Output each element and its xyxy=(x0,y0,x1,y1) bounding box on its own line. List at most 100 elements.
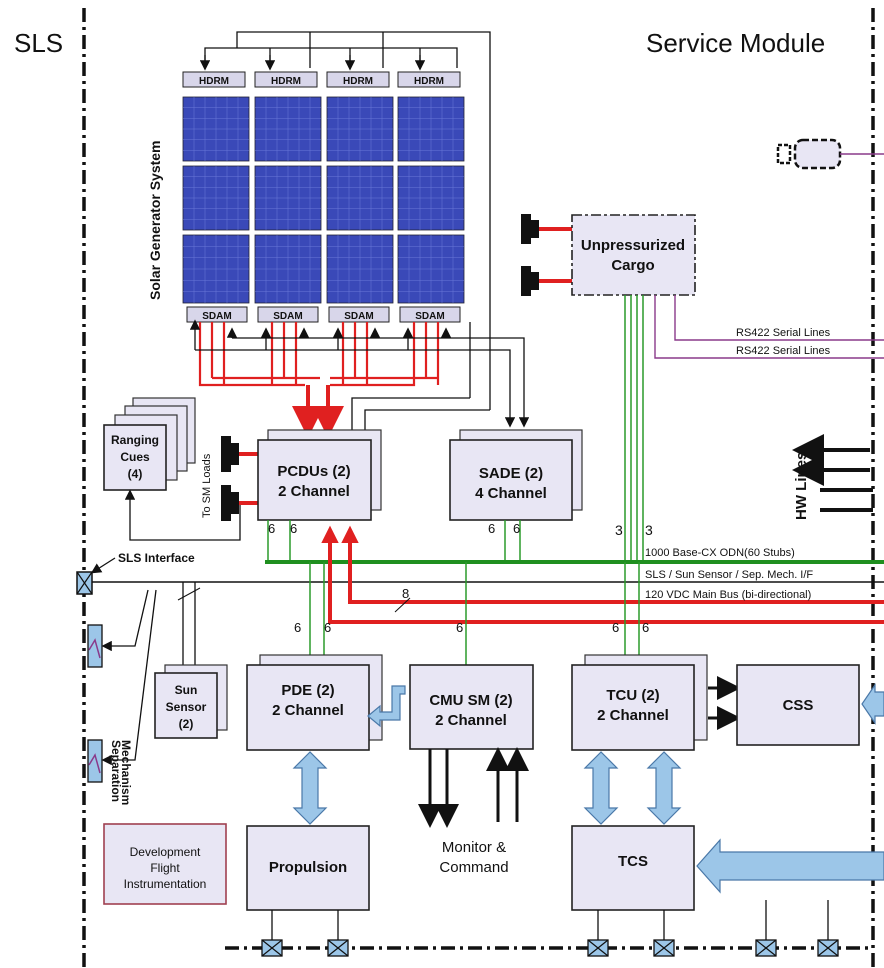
dfi-label-3: Instrumentation xyxy=(124,877,207,891)
sdam-label: SDAM xyxy=(344,311,373,322)
sdam-row: SDAM SDAM SDAM SDAM xyxy=(186,306,461,323)
cargo-data-lines: 3 3 xyxy=(615,295,653,560)
hdrm-label: HDRM xyxy=(199,76,229,87)
separation-label-1: Separation xyxy=(109,740,123,802)
cmu-count: 6 xyxy=(456,620,463,635)
solar-panels xyxy=(182,96,465,304)
cmu-label-2: 2 Channel xyxy=(435,712,507,729)
hdrm-label: HDRM xyxy=(343,76,373,87)
connector-icon xyxy=(587,939,609,957)
separation-mechanism: Separation Mechanism xyxy=(87,589,157,805)
hdrm-row: HDRM HDRM HDRM HDRM xyxy=(182,71,461,88)
hdrm-label: HDRM xyxy=(414,76,444,87)
sun-sensor-box: Sun Sensor (2) xyxy=(154,582,228,739)
tcu-tcs-arrow-left xyxy=(583,751,619,825)
monitor-label-1: Monitor & xyxy=(442,839,506,856)
cargo-label-1: Unpressurized xyxy=(581,237,685,254)
separation-label-2: Mechanism xyxy=(119,740,133,805)
tcu-tcs-arrow-right xyxy=(646,751,682,825)
connector-icon xyxy=(755,939,777,957)
bottom-connectors xyxy=(261,939,839,957)
tcu-count-a: 6 xyxy=(612,620,619,635)
ranging-label-1: Ranging xyxy=(111,433,159,447)
hw-lines: HW Lines xyxy=(792,434,873,520)
pde-box: 6 6 PDE (2) 2 Channel xyxy=(246,562,406,751)
cmu-label-1: CMU SM (2) xyxy=(429,692,512,709)
sade-label-1: SADE (2) xyxy=(479,465,543,482)
pde-count-a: 6 xyxy=(294,620,301,635)
pcdu-count-b: 6 xyxy=(290,521,297,536)
main-bus-label: 120 VDC Main Bus (bi-directional) xyxy=(645,589,811,601)
main-power-bus: 120 VDC Main Bus (bi-directional) 8 xyxy=(321,525,884,624)
rs422-label-1: RS422 Serial Lines xyxy=(736,327,831,339)
sdam-control-lines xyxy=(189,319,530,430)
dashed-component xyxy=(776,138,884,170)
monitor-label-2: Command xyxy=(439,859,508,876)
sls-if-label: SLS / Sun Sensor / Sep. Mech. I/F xyxy=(645,569,813,581)
css-box: CSS xyxy=(736,664,884,746)
sade-count-a: 6 xyxy=(488,521,495,536)
sdam-label: SDAM xyxy=(273,311,302,322)
sade-label-2: 4 Channel xyxy=(475,485,547,502)
unpressurized-cargo-box: Unpressurized Cargo xyxy=(571,214,696,296)
sdam-label: SDAM xyxy=(415,311,444,322)
sade-count-b: 6 xyxy=(513,521,520,536)
cargo-count-b: 3 xyxy=(645,522,653,538)
sdam-label: SDAM xyxy=(202,311,231,322)
sun-sensor-label-1: Sun xyxy=(175,683,198,697)
pde-propulsion-arrow xyxy=(292,751,328,825)
sls-if-bus: SLS / Sun Sensor / Sep. Mech. I/F xyxy=(84,569,884,583)
service-module-header: Service Module xyxy=(646,28,825,58)
propulsion-box: Propulsion xyxy=(246,825,370,940)
sade-box: SADE (2) 4 Channel xyxy=(449,429,583,521)
dfi-label-2: Flight xyxy=(150,861,180,875)
pde-label-1: PDE (2) xyxy=(281,682,334,699)
cargo-count-a: 3 xyxy=(615,522,623,538)
pde-count-b: 6 xyxy=(324,620,331,635)
tcu-box: 6 6 TCU (2) 2 Channel xyxy=(571,562,741,751)
propulsion-label: Propulsion xyxy=(269,859,347,876)
hdrm-label: HDRM xyxy=(271,76,301,87)
odn-label: 1000 Base-CX ODN(60 Stubs) xyxy=(645,547,795,559)
ranging-label-3: (4) xyxy=(128,467,143,481)
tcu-count-b: 6 xyxy=(642,620,649,635)
pcdu-label-2: 2 Channel xyxy=(278,483,350,500)
tcu-label-1: TCU (2) xyxy=(606,687,659,704)
rs422-lines: RS422 Serial Lines RS422 Serial Lines xyxy=(654,295,884,359)
monitor-command-lines: Monitor & Command xyxy=(418,747,529,876)
tcu-label-2: 2 Channel xyxy=(597,707,669,724)
cargo-connectors xyxy=(521,214,572,296)
main-bus-count: 8 xyxy=(402,586,409,601)
sls-interface-label: SLS Interface xyxy=(118,551,195,565)
sm-loads-connectors: To SM Loads xyxy=(201,436,258,521)
cmu-box: 6 CMU SM (2) 2 Channel xyxy=(409,562,534,750)
sls-interface: SLS Interface xyxy=(76,551,195,595)
css-label: CSS xyxy=(783,697,814,714)
pcdu-box: PCDUs (2) 2 Channel xyxy=(257,429,382,521)
connector-icon xyxy=(817,939,839,957)
cargo-label-2: Cargo xyxy=(611,257,654,274)
tcs-box: TCS xyxy=(571,825,884,940)
dfi-box: Development Flight Instrumentation xyxy=(103,823,227,905)
connector-icon xyxy=(261,939,283,957)
sm-loads-label: To SM Loads xyxy=(201,453,213,518)
tcs-label: TCS xyxy=(618,853,648,870)
hdrm-wiring xyxy=(199,31,491,410)
sun-sensor-label-2: Sensor xyxy=(166,700,207,714)
ranging-cues-box: Ranging Cues (4) xyxy=(103,397,196,491)
connector-icon xyxy=(653,939,675,957)
pde-label-2: 2 Channel xyxy=(272,702,344,719)
ranging-label-2: Cues xyxy=(120,450,150,464)
odn-bus: 1000 Base-CX ODN(60 Stubs) xyxy=(265,547,884,564)
pcdu-count-a: 6 xyxy=(268,521,275,536)
pcdu-label-1: PCDUs (2) xyxy=(277,463,350,480)
connector-icon xyxy=(327,939,349,957)
hw-lines-label: HW Lines xyxy=(793,452,810,520)
solar-generator-label: Solar Generator System xyxy=(147,140,163,300)
rs422-label-2: RS422 Serial Lines xyxy=(736,345,831,357)
dfi-label-1: Development xyxy=(130,845,201,859)
pcdu-sade-data-lines: 6 6 6 6 xyxy=(267,520,521,560)
sls-header: SLS xyxy=(14,28,63,58)
sun-sensor-label-3: (2) xyxy=(179,717,194,731)
